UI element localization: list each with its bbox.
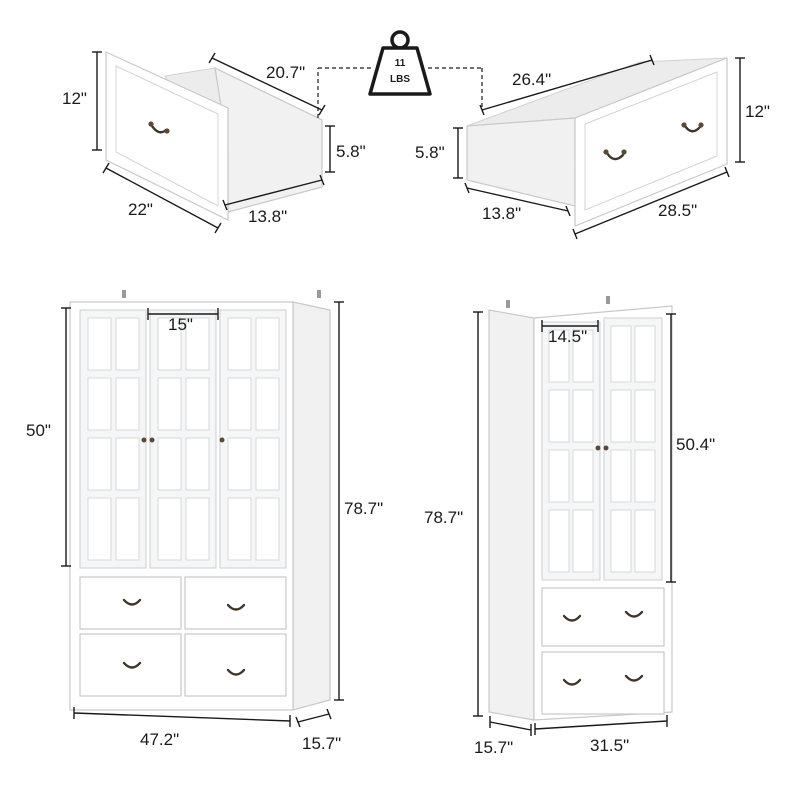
left-drawer-inner-width-label: 13.8" — [248, 207, 287, 226]
wide-cabinet-dimensions: 15" 50" 78.7" 47.2" 15.7" — [26, 301, 383, 753]
drawer-handle-icon — [226, 668, 246, 676]
glass-door — [219, 309, 287, 569]
drawer-handle-icon — [624, 674, 644, 682]
narrow-cabinet-total-height-label: 78.7" — [424, 508, 463, 527]
weight-unit: LBS — [390, 74, 410, 85]
right-drawer-illustration — [466, 57, 728, 227]
glass-door — [603, 317, 663, 581]
wide-cabinet-door-width-label: 15" — [168, 315, 193, 334]
drawer-handle-icon — [624, 610, 644, 618]
narrow-cabinet-width-label: 31.5" — [590, 736, 629, 755]
right-drawer-width-label: 28.5" — [658, 201, 697, 220]
right-drawer-inner-width-label: 13.8" — [482, 204, 521, 223]
drawer-handle-icon — [226, 603, 246, 611]
left-drawer-illustration — [105, 51, 323, 221]
drawer-handle-icon — [562, 614, 582, 622]
narrow-cabinet-door-width-label: 14.5" — [548, 327, 587, 346]
weight-icon — [368, 30, 432, 96]
right-drawer-height-label: 12" — [745, 102, 770, 121]
wide-cabinet-depth-label: 15.7" — [302, 734, 341, 753]
left-drawer-depth-label: 20.7" — [266, 63, 305, 82]
left-drawer-dimensions: 12" 20.7" 5.8" 22" 13.8" — [62, 51, 366, 234]
glass-door — [149, 309, 217, 569]
wide-cabinet-glass-height-label: 50" — [26, 421, 51, 440]
weight-badge: 11 LBS — [317, 30, 483, 118]
left-drawer-height-label: 12" — [62, 89, 87, 108]
wide-cabinet-width-label: 47.2" — [140, 730, 179, 749]
left-drawer-width-label: 22" — [128, 200, 153, 219]
drawer-handle-icon — [122, 598, 142, 606]
weight-value: 11 — [395, 58, 406, 69]
right-drawer-depth-label: 26.4" — [512, 70, 551, 89]
narrow-cabinet-depth-label: 15.7" — [474, 738, 513, 757]
wide-cabinet-illustration — [69, 290, 331, 711]
drawer-handle-icon — [605, 151, 625, 161]
narrow-cabinet-dimensions: 14.5" 50.4" 78.7" 15.7" 31.5" — [424, 311, 715, 757]
drawer-handle-icon — [683, 124, 702, 133]
drawer-handle-icon — [122, 661, 142, 669]
drawer-handle-icon — [562, 678, 582, 686]
glass-door — [541, 321, 601, 581]
wide-cabinet-total-height-label: 78.7" — [344, 499, 383, 518]
right-drawer-inner-height-label: 5.8" — [415, 143, 445, 162]
narrow-cabinet-glass-height-label: 50.4" — [676, 435, 715, 454]
left-drawer-inner-height-label: 5.8" — [336, 142, 366, 161]
glass-door — [79, 309, 147, 569]
narrow-cabinet-illustration — [488, 296, 673, 721]
right-drawer-dimensions: 26.4" 12" 5.8" 13.8" 28.5" — [415, 54, 770, 240]
